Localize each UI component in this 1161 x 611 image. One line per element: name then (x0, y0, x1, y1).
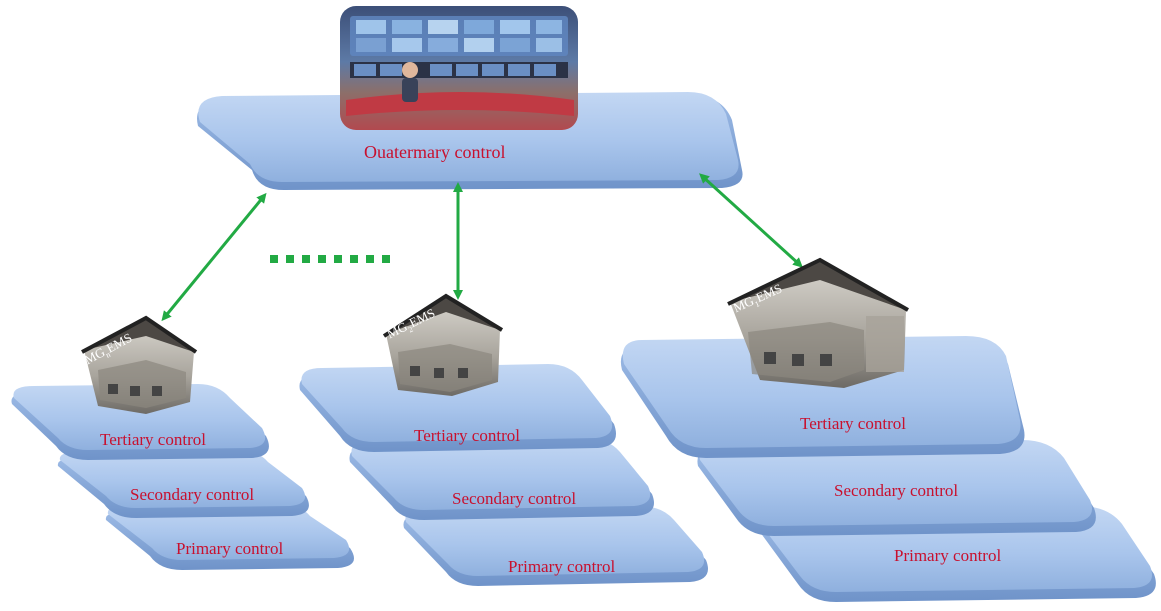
mgn-primary-label: Primary control (176, 539, 284, 558)
mg-2-secondary-platform (351, 438, 651, 510)
mg-n-tertiary-platform (13, 384, 266, 450)
mg-2-primary-platform (405, 506, 705, 576)
mg2-ems-building-icon (382, 293, 504, 396)
mg-1-secondary-platform (699, 440, 1092, 526)
mgn-tertiary-label: Tertiary control (100, 430, 206, 449)
mg2-secondary-label: Secondary control (452, 489, 577, 508)
link-arrows (161, 173, 803, 322)
mg2-tertiary-label: Tertiary control (414, 426, 520, 445)
quaternary-control-label: Ouatermary control (364, 142, 506, 162)
mg1-primary-label: Primary control (894, 546, 1002, 565)
mg1-secondary-label: Secondary control (834, 481, 959, 500)
mg-n-primary-platform (107, 504, 350, 560)
mg-2-tertiary-platform (301, 364, 613, 442)
mg1-tertiary-label: Tertiary control (800, 414, 906, 433)
mg-1-tertiary-platform (622, 336, 1021, 448)
mg-1-stack (620, 336, 1156, 602)
mg-2-stack (299, 364, 708, 586)
mg-n-secondary-platform (59, 450, 306, 508)
arrow-quaternary-mg1 (699, 173, 803, 268)
mgn-ems-building-icon (81, 315, 198, 414)
mg2-primary-label: Primary control (508, 557, 616, 576)
control-room-photo (340, 6, 578, 130)
dotted-line-dots (270, 255, 390, 263)
mg-n-stack (11, 384, 354, 570)
quaternary-platform (197, 92, 743, 190)
mgn-secondary-label: Secondary control (130, 485, 255, 504)
arrow-quaternary-mgn (161, 192, 267, 322)
mg1-ems-building-icon (727, 257, 909, 388)
